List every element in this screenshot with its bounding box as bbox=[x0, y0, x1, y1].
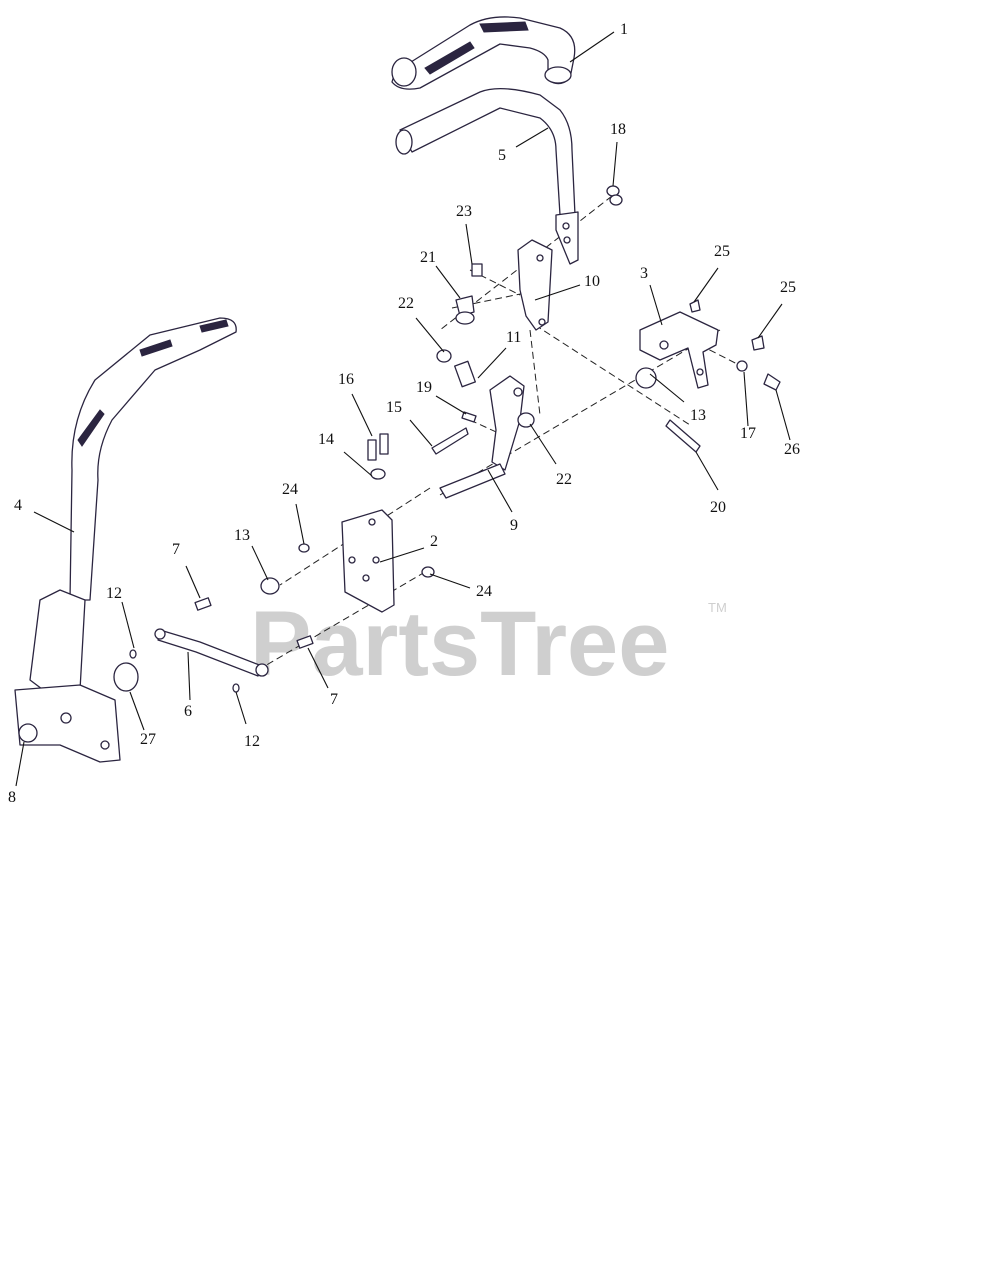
callout-7b: 7 bbox=[330, 691, 338, 708]
callout-15: 15 bbox=[386, 399, 402, 416]
bracket-part-10 bbox=[517, 239, 553, 331]
callout-16: 16 bbox=[338, 371, 354, 388]
callout-23: 23 bbox=[456, 203, 472, 220]
callout-18: 18 bbox=[610, 121, 626, 138]
control-arm-part-9 bbox=[439, 375, 535, 499]
callout-20: 20 bbox=[710, 499, 726, 516]
watermark-trademark: TM bbox=[708, 600, 727, 615]
callout-26: 26 bbox=[784, 441, 800, 458]
callout-12b: 12 bbox=[244, 733, 260, 750]
callout-22b: 22 bbox=[556, 471, 572, 488]
callout-22a: 22 bbox=[398, 295, 414, 312]
grip-part-1 bbox=[391, 16, 576, 90]
callout-21: 21 bbox=[420, 249, 436, 266]
callout-4: 4 bbox=[14, 497, 22, 514]
plate-part-2 bbox=[341, 509, 395, 613]
callout-13b: 13 bbox=[234, 527, 250, 544]
callout-24a: 24 bbox=[282, 481, 298, 498]
callout-2: 2 bbox=[430, 533, 438, 550]
callout-5: 5 bbox=[498, 147, 506, 164]
callout-labels: 1 5 18 23 21 10 3 25 25 22 11 16 19 15 1… bbox=[8, 21, 800, 806]
watermark-text: PartsTree bbox=[250, 593, 669, 695]
callout-10: 10 bbox=[584, 273, 600, 290]
small-hardware-left bbox=[113, 649, 240, 693]
callout-14: 14 bbox=[318, 431, 334, 448]
bracket-part-3 bbox=[639, 311, 719, 389]
callout-17: 17 bbox=[740, 425, 756, 442]
callout-7a: 7 bbox=[172, 541, 180, 558]
callout-11: 11 bbox=[506, 329, 521, 346]
handle-tube-part-5 bbox=[395, 88, 579, 265]
callout-25b: 25 bbox=[780, 279, 796, 296]
callout-8: 8 bbox=[8, 789, 16, 806]
callout-3: 3 bbox=[640, 265, 648, 282]
partstree-watermark: PartsTree TM bbox=[250, 593, 727, 695]
nut-part-18 bbox=[606, 185, 623, 206]
small-hardware-middle bbox=[367, 411, 477, 480]
callout-24b: 24 bbox=[476, 583, 492, 600]
callout-27: 27 bbox=[140, 731, 156, 748]
left-handle-part-4 bbox=[14, 317, 237, 763]
callout-6: 6 bbox=[184, 703, 192, 720]
callout-9: 9 bbox=[510, 517, 518, 534]
callout-19: 19 bbox=[416, 379, 432, 396]
pin-part-20 bbox=[665, 419, 701, 453]
leader-lines bbox=[15, 31, 791, 787]
callout-1: 1 bbox=[620, 21, 628, 38]
callout-12a: 12 bbox=[106, 585, 122, 602]
callout-25a: 25 bbox=[714, 243, 730, 260]
gas-spring-part-6 bbox=[154, 628, 269, 677]
small-hardware-lower bbox=[194, 543, 435, 649]
small-hardware-upper bbox=[436, 263, 483, 388]
callout-13a: 13 bbox=[690, 407, 706, 424]
